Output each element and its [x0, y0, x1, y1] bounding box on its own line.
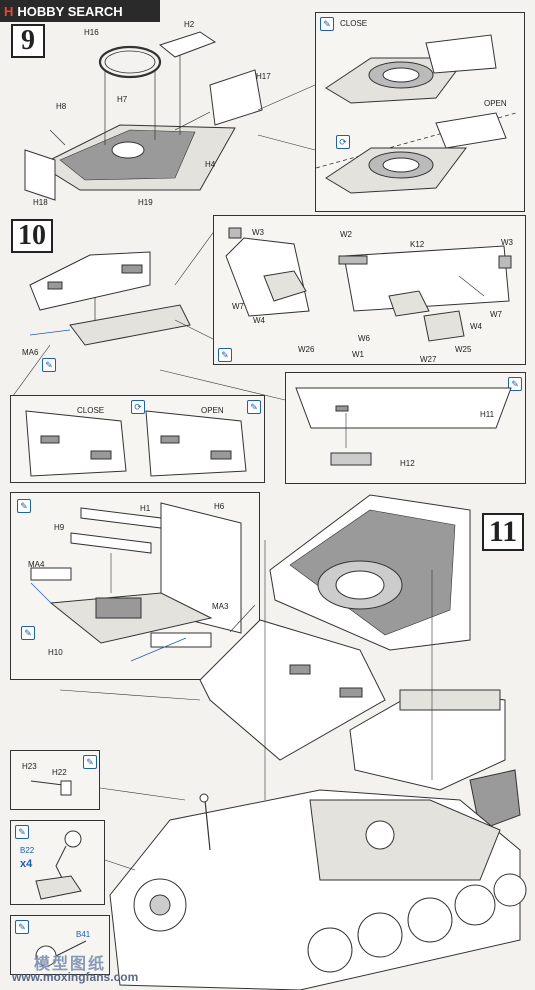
- step-11-b41-panel: ✎: [10, 915, 110, 975]
- label-w3: W3: [252, 228, 264, 237]
- step-11-subassembly-panel: ✎ ✎: [10, 492, 260, 680]
- label-w26: W26: [298, 345, 315, 354]
- glue-icon: ✎: [247, 400, 261, 414]
- label-w2: W2: [340, 230, 352, 239]
- step-10-close-open-panel: CLOSE OPEN ⟳ ✎: [10, 395, 265, 483]
- label-h18: H18: [33, 198, 48, 207]
- open-label: OPEN: [484, 99, 507, 108]
- step-10-detail-panel-top: ✎: [213, 215, 526, 365]
- b22-drawing: [35, 830, 82, 900]
- label-w6: W6: [358, 334, 370, 343]
- glue-icon-ma6: ✎: [42, 358, 56, 372]
- close-open-drawing: [315, 34, 517, 194]
- label-w4: W4: [253, 316, 265, 325]
- label-w27: W27: [420, 355, 437, 364]
- label-h2: H2: [184, 20, 195, 29]
- step-11-b22-panel: ✎: [10, 820, 105, 905]
- glue-icon-2: ✎: [21, 626, 35, 640]
- label-w7-right: W7: [490, 310, 502, 319]
- h11-drawing: [295, 387, 512, 466]
- step-11-h23-h22-panel: ✎: [10, 750, 100, 810]
- label-w1: W1: [352, 350, 364, 359]
- b41-drawing: [35, 940, 87, 967]
- close-label: CLOSE: [77, 406, 105, 415]
- label-h22: H22: [52, 768, 67, 777]
- watermark-cn: 模型图纸: [34, 956, 107, 973]
- label-w3-right: W3: [501, 238, 513, 247]
- label-h11: H11: [480, 410, 495, 419]
- label-h16: H16: [84, 28, 99, 37]
- label-h9: H9: [54, 523, 65, 532]
- label-k12: K12: [410, 240, 425, 249]
- step-11-number: 11: [482, 513, 524, 551]
- label-h12: H12: [400, 459, 415, 468]
- label-b22: B22: [20, 846, 35, 855]
- open-label: OPEN: [201, 406, 224, 415]
- hobby-search-logo: H HOBBY SEARCH: [0, 0, 160, 22]
- label-h6: H6: [214, 502, 225, 511]
- glue-icon: ✎: [320, 17, 334, 31]
- glue-icon: ✎: [17, 499, 31, 513]
- glue-icon: ✎: [83, 755, 97, 769]
- brand-name: HOBBY SEARCH: [17, 3, 123, 19]
- close-open-drawing: [25, 410, 247, 477]
- label-h19: H19: [138, 198, 153, 207]
- label-h7: H7: [117, 95, 128, 104]
- label-h10: H10: [48, 648, 63, 657]
- label-h8: H8: [56, 102, 67, 111]
- label-w7: W7: [232, 302, 244, 311]
- subassembly-drawing: [30, 502, 242, 662]
- step-9-number: 9: [11, 24, 45, 58]
- glue-icon: ✎: [15, 920, 29, 934]
- label-ma3: MA3: [212, 602, 229, 611]
- label-h23: H23: [22, 762, 37, 771]
- label-ma6: MA6: [22, 348, 39, 357]
- label-h1: H1: [140, 504, 151, 513]
- brand-mark: H: [4, 3, 14, 19]
- label-h4: H4: [205, 160, 216, 169]
- option-icon: ⟳: [336, 135, 350, 149]
- glue-icon: ✎: [15, 825, 29, 839]
- step-10-number: 10: [11, 219, 53, 253]
- glue-icon: ✎: [218, 348, 232, 362]
- step-10-detail-panel-bottom: ✎: [285, 372, 526, 484]
- label-w4-right: W4: [470, 322, 482, 331]
- label-ma4: MA4: [28, 560, 45, 569]
- label-w25: W25: [455, 345, 472, 354]
- h23-h22-drawing: [30, 780, 72, 796]
- label-x4: x4: [20, 858, 33, 870]
- step-9-detail-panel: ✎ CLOSE OPEN ⟳: [315, 12, 525, 212]
- label-b41: B41: [76, 930, 91, 939]
- watermark-url: www.moxingfans.com: [12, 970, 139, 984]
- label-h17: H17: [256, 72, 271, 81]
- step-10-side-drawing: [225, 227, 512, 342]
- close-label: CLOSE: [340, 19, 368, 28]
- option-icon: ⟳: [131, 400, 145, 414]
